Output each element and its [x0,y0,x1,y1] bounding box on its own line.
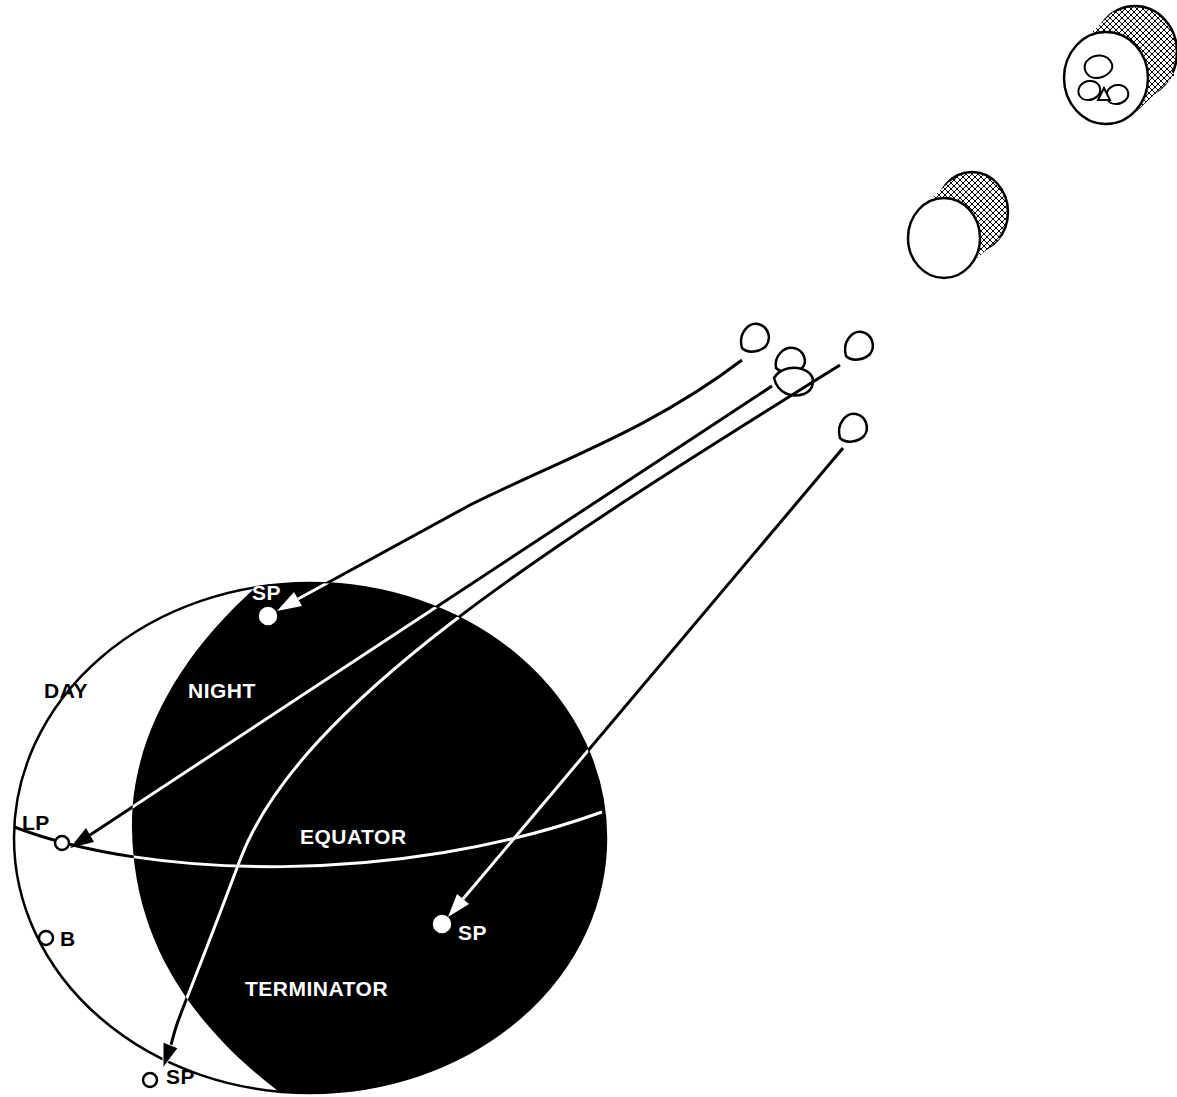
site-label: SP [166,1066,195,1087]
line-label: TERMINATOR [245,978,388,999]
probes [741,324,873,442]
site-label: LP [22,812,50,833]
earth-globe [12,570,640,1097]
site-markers [39,608,450,1087]
region-label: DAY [44,680,88,701]
site-label: B [60,928,76,949]
trajectories [90,360,843,1045]
region-label: NIGHT [188,680,256,701]
arrowheads [70,592,469,1068]
night-side [132,570,640,1097]
empty-cylinder [908,172,1008,278]
site-label: SP [252,582,281,603]
line-label: EQUATOR [300,826,407,847]
site-label: SP [458,922,487,943]
probe-bus [1064,6,1177,124]
